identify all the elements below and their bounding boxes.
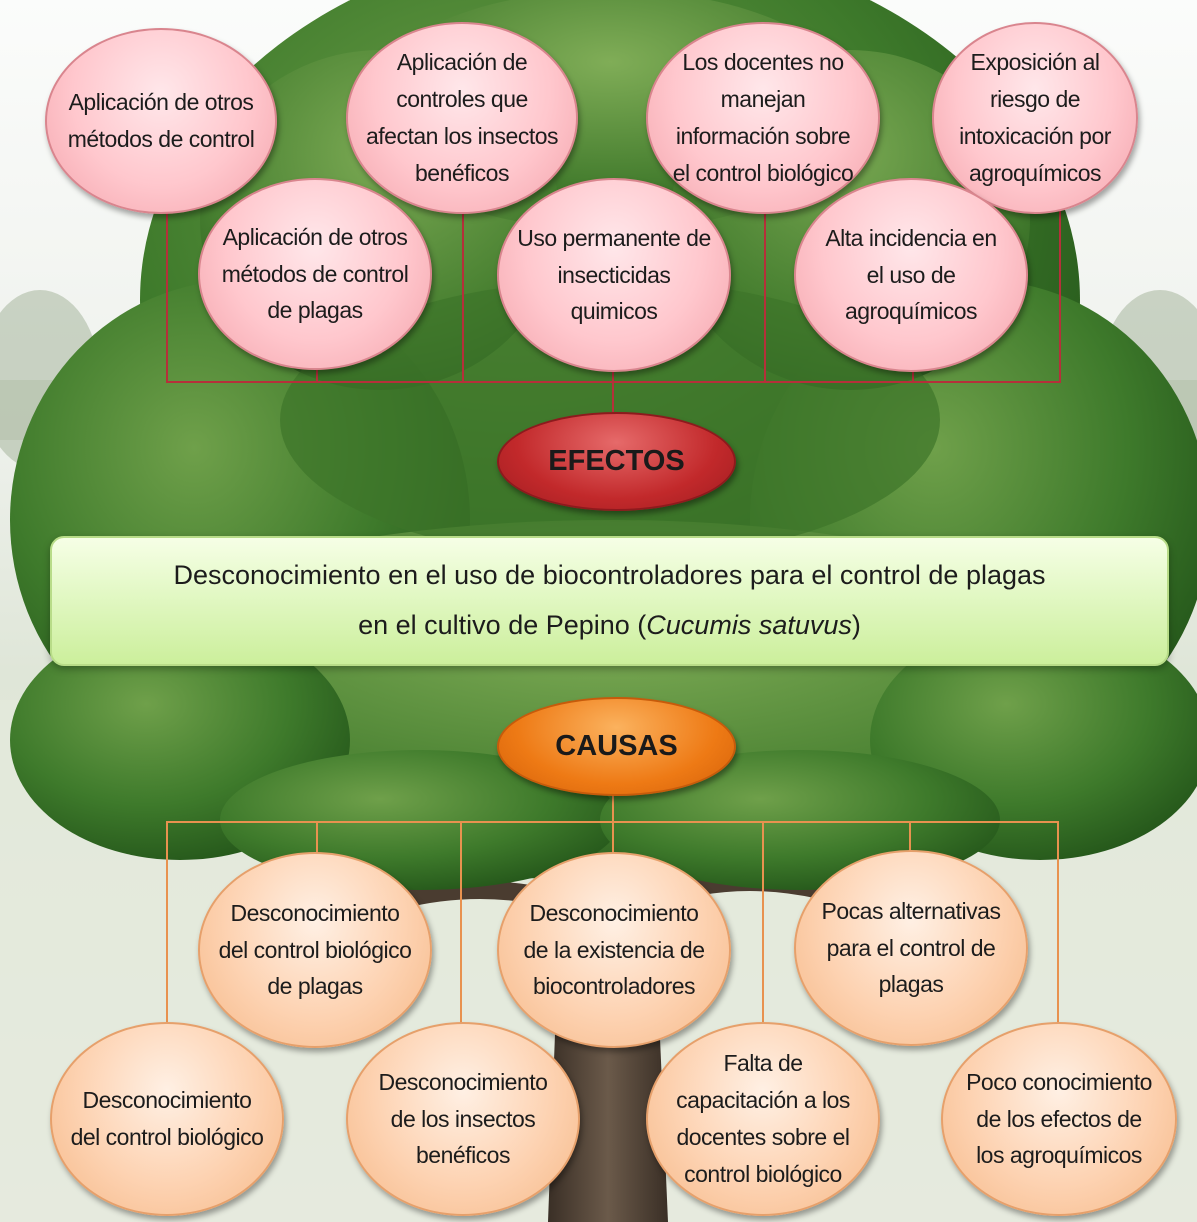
effect-text: Los docentes no manejan información sobr… [672,49,854,186]
problem-line-2-suffix: ) [851,610,861,640]
effect-text: Aplicación de controles que afectan los … [366,49,559,186]
cause-node: Poco conocimiento de los efectos de los … [941,1022,1177,1216]
problem-line-2: en el cultivo de Pepino (Cucumis satuvus… [358,601,861,651]
problem-line-1: Desconocimiento en el uso de biocontrola… [173,560,1046,591]
cause-text: Desconocimiento del control biológico de… [218,899,412,1000]
effect-text: Uso permanente de insecticidas quimicos [517,224,711,325]
effect-node: Aplicación de controles que afectan los … [346,22,578,214]
effect-node: Aplicación de otros métodos de control d… [198,178,432,370]
central-problem: Desconocimiento en el uso de biocontrola… [50,536,1169,666]
effects-label-text: EFECTOS [548,445,685,477]
cause-text: Desconocimiento de la existencia de bioc… [523,899,705,1000]
species-name: Cucumis satuvus [646,610,852,640]
effect-node: Alta incidencia en el uso de agroquímico… [794,178,1028,372]
cause-node: Falta de capacitación a los docentes sob… [646,1022,880,1216]
cause-text: Desconocimiento del control biológico [70,1087,264,1150]
effect-text: Aplicación de otros métodos de control [67,89,255,152]
effect-node: Los docentes no manejan información sobr… [646,22,880,214]
causes-label: CAUSAS [497,697,736,796]
cause-node: Desconocimiento del control biológico de… [198,852,432,1048]
effect-text: Exposición al riesgo de intoxicación por… [959,49,1111,186]
effect-text: Alta incidencia en el uso de agroquímico… [825,224,997,325]
effect-node: Exposición al riesgo de intoxicación por… [932,22,1138,214]
cause-text: Falta de capacitación a los docentes sob… [676,1050,850,1187]
cause-text: Poco conocimiento de los efectos de los … [966,1068,1152,1169]
cause-text: Pocas alternativas para el control de pl… [821,897,1001,998]
problem-line-2-prefix: en el cultivo de Pepino ( [358,610,647,640]
cause-node: Desconocimiento de la existencia de bioc… [497,852,731,1048]
causes-label-text: CAUSAS [555,730,678,762]
effect-node: Aplicación de otros métodos de control [45,28,277,214]
effects-label: EFECTOS [497,412,736,511]
effect-node: Uso permanente de insecticidas quimicos [497,178,731,372]
effect-text: Aplicación de otros métodos de control d… [221,223,409,324]
cause-node: Desconocimiento del control biológico [50,1022,284,1216]
cause-text: Desconocimiento de los insectos benéfico… [378,1068,548,1169]
cause-node: Pocas alternativas para el control de pl… [794,850,1028,1046]
cause-node: Desconocimiento de los insectos benéfico… [346,1022,580,1216]
